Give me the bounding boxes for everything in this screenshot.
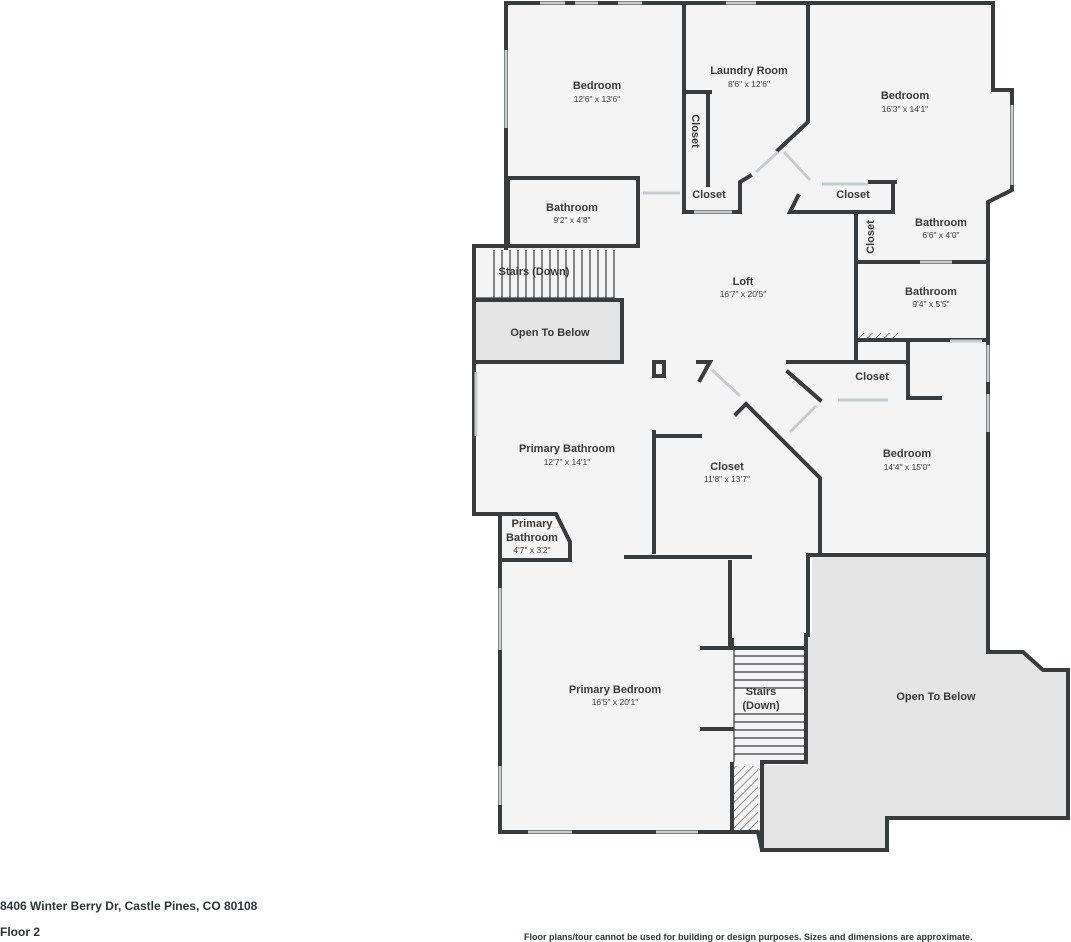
label-stairs-bottom-line1: Stairs xyxy=(746,686,777,698)
label-closet-e: Closet xyxy=(855,371,889,383)
room-fills xyxy=(475,3,1068,850)
label-closet-vertical: Closet xyxy=(689,114,701,148)
label-bedroom-nw: Bedroom xyxy=(573,80,622,92)
dims-bathroom-nw: 9'2" x 4'8" xyxy=(553,215,590,225)
open-to-below-top-fill xyxy=(476,302,621,360)
label-open-below-bottom: Open To Below xyxy=(896,691,976,703)
stairwell-hatch xyxy=(734,766,758,830)
dims-primary-bathroom-small: 4'7" x 3'2" xyxy=(513,545,550,555)
label-stairs-bottom-line2: (Down) xyxy=(742,700,780,712)
label-primary-bathroom: Primary Bathroom xyxy=(519,443,615,455)
dims-bedroom-e: 14'4" x 15'0" xyxy=(884,462,931,472)
label-loft: Loft xyxy=(733,276,754,288)
dims-primary-bedroom: 16'5" x 20'1" xyxy=(592,697,639,707)
label-primary-bedroom: Primary Bedroom xyxy=(569,684,662,696)
label-primary-closet: Closet xyxy=(710,461,744,473)
disclaimer-text: Floor plans/tour cannot be used for buil… xyxy=(524,932,973,942)
label-closet-laundry: Closet xyxy=(692,189,726,201)
dims-laundry-room: 8'6" x 12'6" xyxy=(728,79,770,89)
label-bathroom-nw: Bathroom xyxy=(546,202,598,214)
walls xyxy=(472,1,1070,852)
stairs-bottom-treads xyxy=(733,647,804,762)
railing-hatch xyxy=(858,333,898,339)
dims-bathroom-ne: 6'6" x 4'0" xyxy=(922,230,959,240)
label-primary-bathroom-small-line1: Primary xyxy=(512,518,554,530)
label-bathroom-e: Bathroom xyxy=(905,286,957,298)
label-primary-bathroom-small-line2: Bathroom xyxy=(506,532,558,544)
dims-primary-bathroom: 12'7" x 14'1" xyxy=(544,457,591,467)
label-bedroom-e: Bedroom xyxy=(883,448,932,460)
floor-label: Floor 2 xyxy=(0,925,41,939)
label-closet-ne: Closet xyxy=(836,189,870,201)
label-closet-ne-vertical: Closet xyxy=(865,220,877,254)
dims-bedroom-nw: 12'6" x 13'6" xyxy=(574,94,621,104)
dims-loft: 16'7" x 20'5" xyxy=(720,289,767,299)
label-laundry-room: Laundry Room xyxy=(710,65,788,77)
dims-primary-closet: 11'8" x 13'7" xyxy=(704,474,750,484)
dims-bedroom-ne: 16'3" x 14'1" xyxy=(882,104,929,114)
label-bedroom-ne: Bedroom xyxy=(881,90,930,102)
windows xyxy=(474,1,1014,834)
room-labels: Bedroom 12'6" x 13'6" Laundry Room 8'6" … xyxy=(499,65,977,712)
property-address: 8406 Winter Berry Dr, Castle Pines, CO 8… xyxy=(0,899,258,913)
label-bathroom-ne: Bathroom xyxy=(915,217,967,229)
open-to-below-bottom-fill xyxy=(762,555,1068,850)
upper-floor-fill xyxy=(475,3,1012,562)
label-open-below-top: Open To Below xyxy=(510,327,590,339)
label-stairs-top: Stairs (Down) xyxy=(499,266,570,278)
dims-bathroom-e: 9'4" x 5'5" xyxy=(912,299,949,309)
